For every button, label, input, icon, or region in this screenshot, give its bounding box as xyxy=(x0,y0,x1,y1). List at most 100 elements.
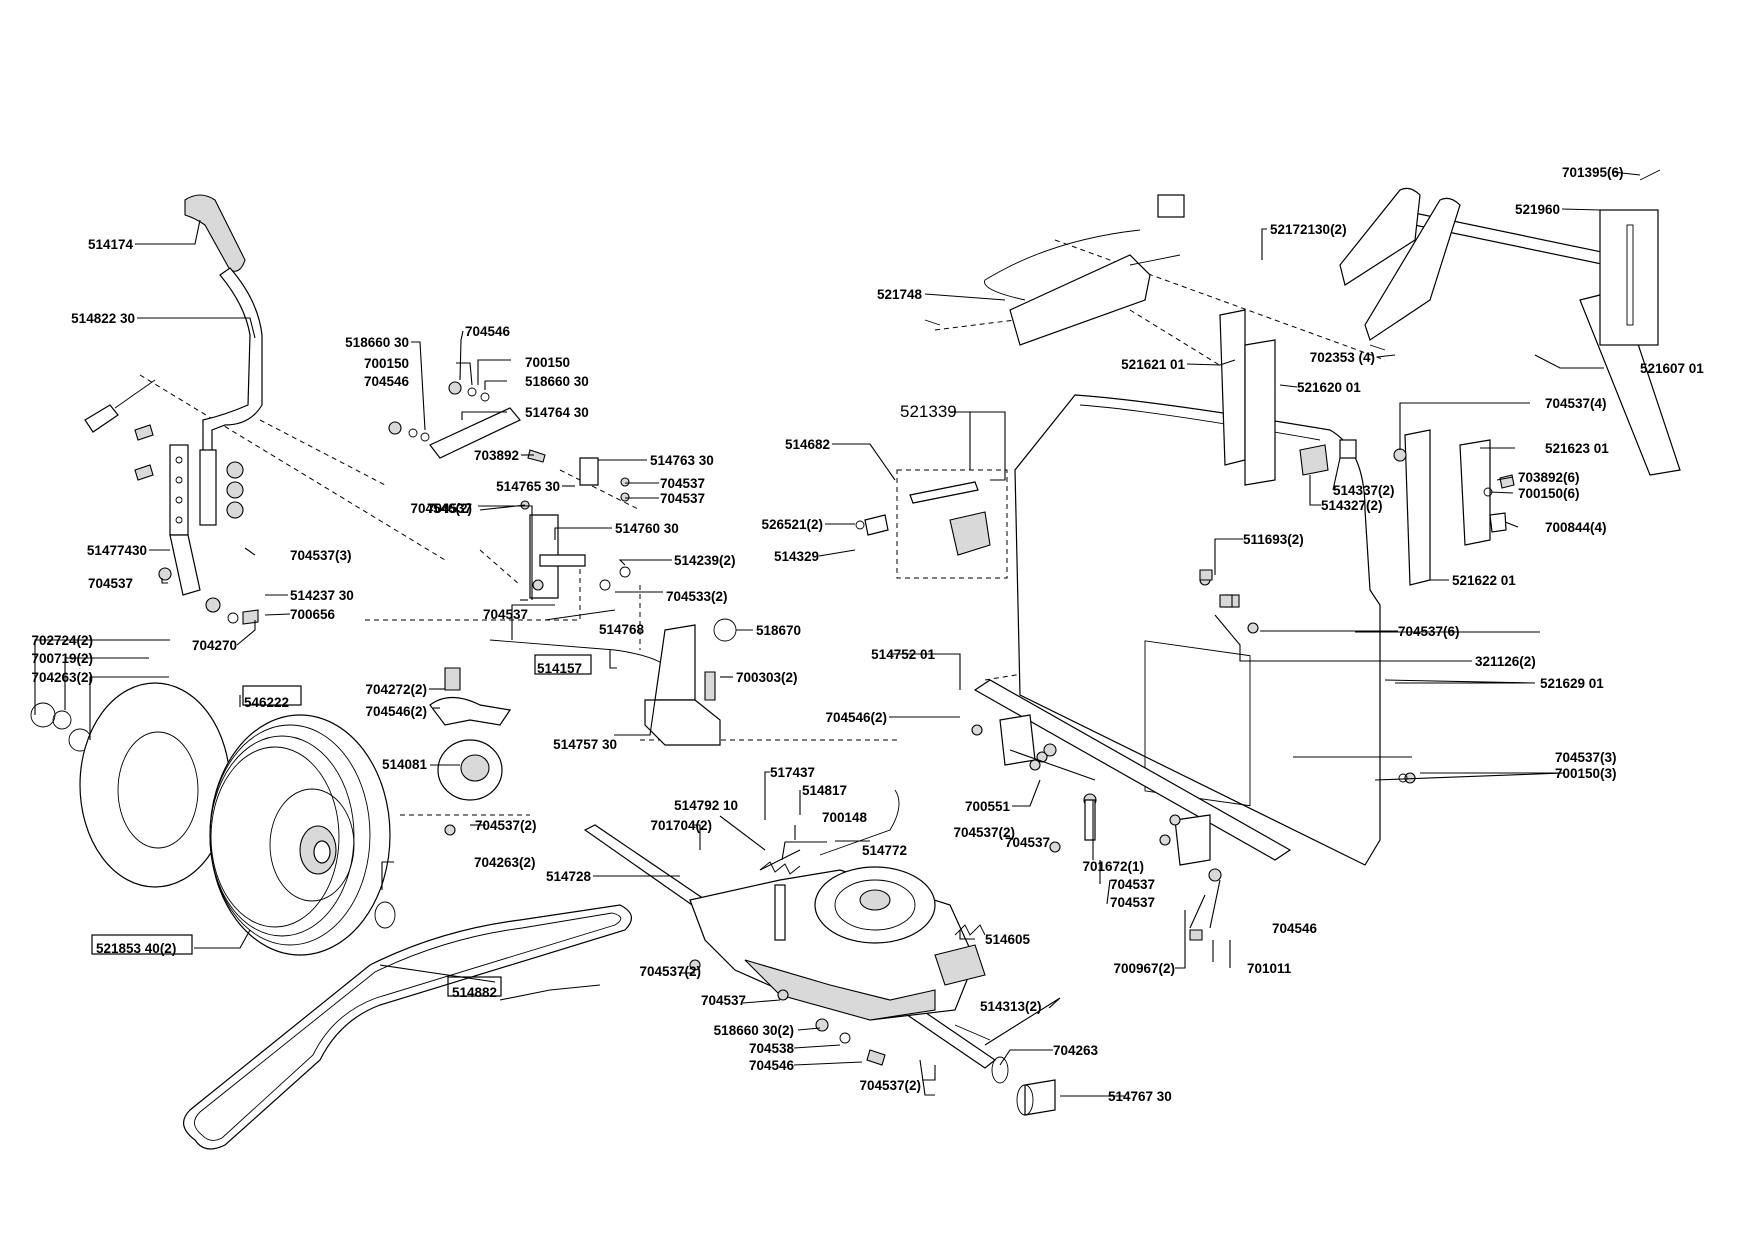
clip xyxy=(924,319,941,326)
star-washer xyxy=(713,618,737,642)
part-number-label: 514157 xyxy=(537,661,582,676)
part-number-label: 514763 30 xyxy=(650,453,714,468)
panel-outline xyxy=(1014,394,1381,866)
part-number-label: 514605 xyxy=(985,932,1031,947)
part-number-label: 321126(2) xyxy=(1475,654,1536,669)
part-number-label: 511693(2) xyxy=(1243,532,1304,547)
part-number-label: 700967(2) xyxy=(1113,961,1175,976)
part-number-label: 514772 xyxy=(862,843,907,858)
part-number-label: 704546 xyxy=(364,374,410,389)
part-number-label: 701395(6) xyxy=(1562,165,1624,180)
pin xyxy=(1639,169,1661,181)
part-number-label: 700150(3) xyxy=(1555,766,1617,781)
plug xyxy=(1219,594,1233,608)
part-number-label: 704537(2) xyxy=(953,825,1015,840)
part-number-label: 704263 xyxy=(1053,1043,1099,1058)
part-number-label: 514757 30 xyxy=(553,737,617,752)
hub-bore xyxy=(313,840,331,864)
seat-arm xyxy=(1339,187,1421,286)
seat-frame xyxy=(924,169,1681,784)
bracket xyxy=(429,696,512,726)
bearing-inner xyxy=(460,754,490,782)
part-number-label: 704537 xyxy=(1110,895,1155,910)
part-number-label: 546222 xyxy=(244,695,289,710)
bolt-head xyxy=(388,421,402,435)
washer xyxy=(839,1032,851,1044)
label-box-546222 xyxy=(242,685,302,706)
part-number-label: 514239(2) xyxy=(674,553,736,568)
lever-grip xyxy=(184,194,246,272)
bracket xyxy=(1404,429,1431,586)
shaft xyxy=(539,554,586,567)
nut xyxy=(689,959,701,971)
washer xyxy=(1398,773,1408,783)
bushing xyxy=(205,597,221,613)
nut xyxy=(1049,841,1061,853)
pin xyxy=(954,1024,991,1041)
part-number-label: 700656 xyxy=(290,607,336,622)
nut xyxy=(1036,751,1048,763)
return-rod xyxy=(819,789,900,856)
part-number-label: 704263(2) xyxy=(474,855,536,870)
part-number-label: 514764 30 xyxy=(525,405,589,420)
cable-end xyxy=(84,404,119,433)
label-frames xyxy=(91,654,592,997)
panel-top-edge xyxy=(1079,404,1321,441)
nut xyxy=(971,724,983,736)
actuator-rod xyxy=(1129,254,1181,266)
nut xyxy=(1029,759,1041,771)
part-number-label: 521853 40(2) xyxy=(96,941,176,956)
part-number-label: 514174 xyxy=(88,237,134,252)
part-number-label: 700844(4) xyxy=(1545,520,1607,535)
part-number-label: 701011 xyxy=(1247,961,1292,976)
rear-tire-back xyxy=(79,682,231,888)
leader-lines xyxy=(34,171,1641,1097)
belt-outer xyxy=(183,904,632,1150)
part-number-label: 514822 30 xyxy=(71,311,135,326)
part-number-label: 703892 xyxy=(474,448,519,463)
bracket xyxy=(1219,309,1246,466)
part-number-label: 521622 01 xyxy=(1452,573,1516,588)
pulley-fan-inner xyxy=(834,879,916,931)
part-number-label: 701672(1) xyxy=(1082,859,1144,874)
part-number-label: 704537(6) xyxy=(1398,624,1460,639)
part-number-label: 704537 xyxy=(1110,877,1155,892)
nut xyxy=(1169,814,1181,826)
rail-bracket xyxy=(1174,814,1211,866)
nut xyxy=(777,989,789,1001)
part-number-label: 526521(2) xyxy=(761,517,823,532)
switch-cover xyxy=(1339,439,1357,459)
nut xyxy=(444,824,456,836)
label-box-514882 xyxy=(447,976,502,997)
part-number-label: 52172130(2) xyxy=(1270,222,1347,237)
transaxle-lower xyxy=(744,959,936,1021)
rod xyxy=(544,609,616,621)
nut xyxy=(158,567,172,581)
bolt xyxy=(704,671,716,701)
bolt xyxy=(134,424,154,441)
part-number-label: 701704(2) xyxy=(650,818,712,833)
part-number-label: 703892(6) xyxy=(1518,470,1580,485)
part-number-label: 518660 30 xyxy=(345,335,409,350)
part-number-label: 521339 xyxy=(900,402,957,421)
bolt xyxy=(134,464,154,481)
part-number-label: 514767 30 xyxy=(1108,1089,1172,1104)
part-number-label: 704537(3) xyxy=(290,548,352,563)
washer xyxy=(855,520,865,530)
part-number-label: 51477430 xyxy=(87,543,147,558)
part-number-label: 521620 01 xyxy=(1297,380,1361,395)
part-number-label: 514081 xyxy=(382,757,428,772)
bolt-head xyxy=(1043,743,1057,757)
part-number-label: 517437 xyxy=(770,765,815,780)
kit-switch xyxy=(949,511,991,556)
nut xyxy=(532,579,544,591)
part-number-label: 514728 xyxy=(546,869,592,884)
part-number-label: 704546 xyxy=(749,1058,795,1073)
part-number-label: 704263(2) xyxy=(31,670,93,685)
pivot-bracket xyxy=(644,699,721,746)
washer xyxy=(599,579,611,591)
part-number-label: 514327(2) xyxy=(1321,498,1383,513)
part-number-label: 521623 01 xyxy=(1545,441,1609,456)
part-number-label: 521621 01 xyxy=(1121,357,1185,372)
